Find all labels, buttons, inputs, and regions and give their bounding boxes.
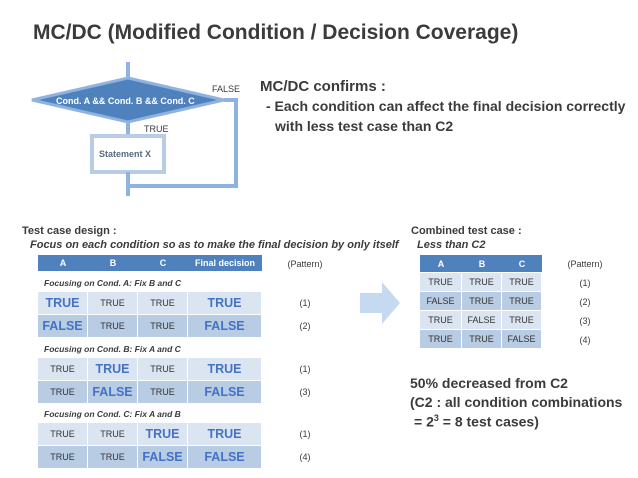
design-table-cell: TRUE <box>38 446 87 468</box>
combined-title: Combined test case : <box>411 225 522 237</box>
design-table-cell: FALSE <box>138 446 187 468</box>
design-table-cell: TRUE <box>38 358 87 380</box>
page-title: MC/DC (Modified Condition / Decision Cov… <box>33 21 519 44</box>
combined-table-cell: TRUE <box>462 330 501 348</box>
false-label: FALSE <box>212 84 241 94</box>
design-subtitle: Focus on each condition so as to make th… <box>30 239 399 251</box>
result-line-2: (C2 : all condition combinations <box>410 394 623 410</box>
result-line-3-prefix: = 2 <box>414 413 434 430</box>
design-table-cell: TRUE <box>188 358 261 380</box>
design-pattern-value: (1) <box>299 429 311 439</box>
result-line-3: = 23 = 8 test cases) <box>414 413 539 430</box>
design-table-cell: TRUE <box>88 358 137 380</box>
design-table-cell: TRUE <box>138 358 187 380</box>
design-group-label: Focusing on Cond. A: Fix B and C <box>44 278 182 288</box>
design-table-cell: TRUE <box>138 423 187 445</box>
combined-table-cell: TRUE <box>420 273 461 291</box>
design-table-cell: FALSE <box>188 315 261 337</box>
confirms-title: MC/DC confirms : <box>260 78 386 95</box>
confirms-line-1: - Each condition can affect the final de… <box>266 98 626 114</box>
design-table-cell: TRUE <box>138 292 187 314</box>
flowchart <box>31 62 238 196</box>
design-table-cell: TRUE <box>138 315 187 337</box>
design-table-cell: TRUE <box>88 292 137 314</box>
combined-pattern-value: (1) <box>579 278 591 288</box>
design-table-cell: TRUE <box>38 292 87 314</box>
combined-table-cell: TRUE <box>420 311 461 329</box>
design-table-cell: TRUE <box>88 446 137 468</box>
design-header-cell: Final decision <box>188 255 262 271</box>
result-line-1: 50% decreased from C2 <box>410 375 568 391</box>
design-table-cell: FALSE <box>188 381 261 403</box>
design-pattern-value: (1) <box>299 298 311 308</box>
combined-pattern-header: (Pattern) <box>567 259 603 269</box>
true-label: TRUE <box>144 124 169 134</box>
design-pattern-value: (2) <box>299 321 311 331</box>
combined-table-cell: FALSE <box>462 311 501 329</box>
design-header-cell: B <box>88 255 138 271</box>
combined-table-cell: FALSE <box>502 330 541 348</box>
combined-pattern-value: (2) <box>579 297 591 307</box>
design-pattern-value: (3) <box>299 387 311 397</box>
design-table-cell: TRUE <box>88 423 137 445</box>
design-header-cell: C <box>138 255 188 271</box>
combined-subtitle: Less than C2 <box>417 239 486 251</box>
design-table-cell: TRUE <box>88 315 137 337</box>
combined-table-cell: TRUE <box>420 330 461 348</box>
design-pattern-value: (4) <box>299 452 311 462</box>
design-header-cell: A <box>38 255 88 271</box>
design-table-cell: TRUE <box>188 292 261 314</box>
combined-header-cell: B <box>462 255 502 272</box>
result-line-3-suffix: = 8 test cases) <box>438 413 539 430</box>
result-exponent: 3 <box>433 413 439 423</box>
design-table-cell: TRUE <box>38 423 87 445</box>
combined-header-cell: C <box>502 255 542 272</box>
combined-table-cell: TRUE <box>502 311 541 329</box>
design-table-cell: TRUE <box>188 423 261 445</box>
design-group-label: Focusing on Cond. C: Fix A and B <box>44 409 181 419</box>
combined-table-cell: TRUE <box>462 292 501 310</box>
combined-pattern-value: (3) <box>579 316 591 326</box>
combined-table-cell: TRUE <box>462 273 501 291</box>
combined-pattern-value: (4) <box>579 335 591 345</box>
combined-table-cell: FALSE <box>420 292 461 310</box>
design-table-cell: TRUE <box>138 381 187 403</box>
statement-label: Statement X <box>99 149 152 159</box>
right-arrow-icon <box>360 282 400 324</box>
decision-label: Cond. A && Cond. B && Cond. C <box>56 96 195 106</box>
combined-table-cell: TRUE <box>502 292 541 310</box>
design-table-cell: FALSE <box>188 446 261 468</box>
confirms-line-2: with less test case than C2 <box>275 118 454 134</box>
design-title: Test case design : <box>22 225 117 237</box>
design-table-cell: FALSE <box>88 381 137 403</box>
design-table-cell: FALSE <box>38 315 87 337</box>
design-group-label: Focusing on Cond. B: Fix A and C <box>44 344 181 354</box>
combined-header-cell: A <box>420 255 462 272</box>
design-table-cell: TRUE <box>38 381 87 403</box>
combined-table-cell: TRUE <box>502 273 541 291</box>
design-pattern-header: (Pattern) <box>287 259 323 269</box>
design-pattern-value: (1) <box>299 364 311 374</box>
